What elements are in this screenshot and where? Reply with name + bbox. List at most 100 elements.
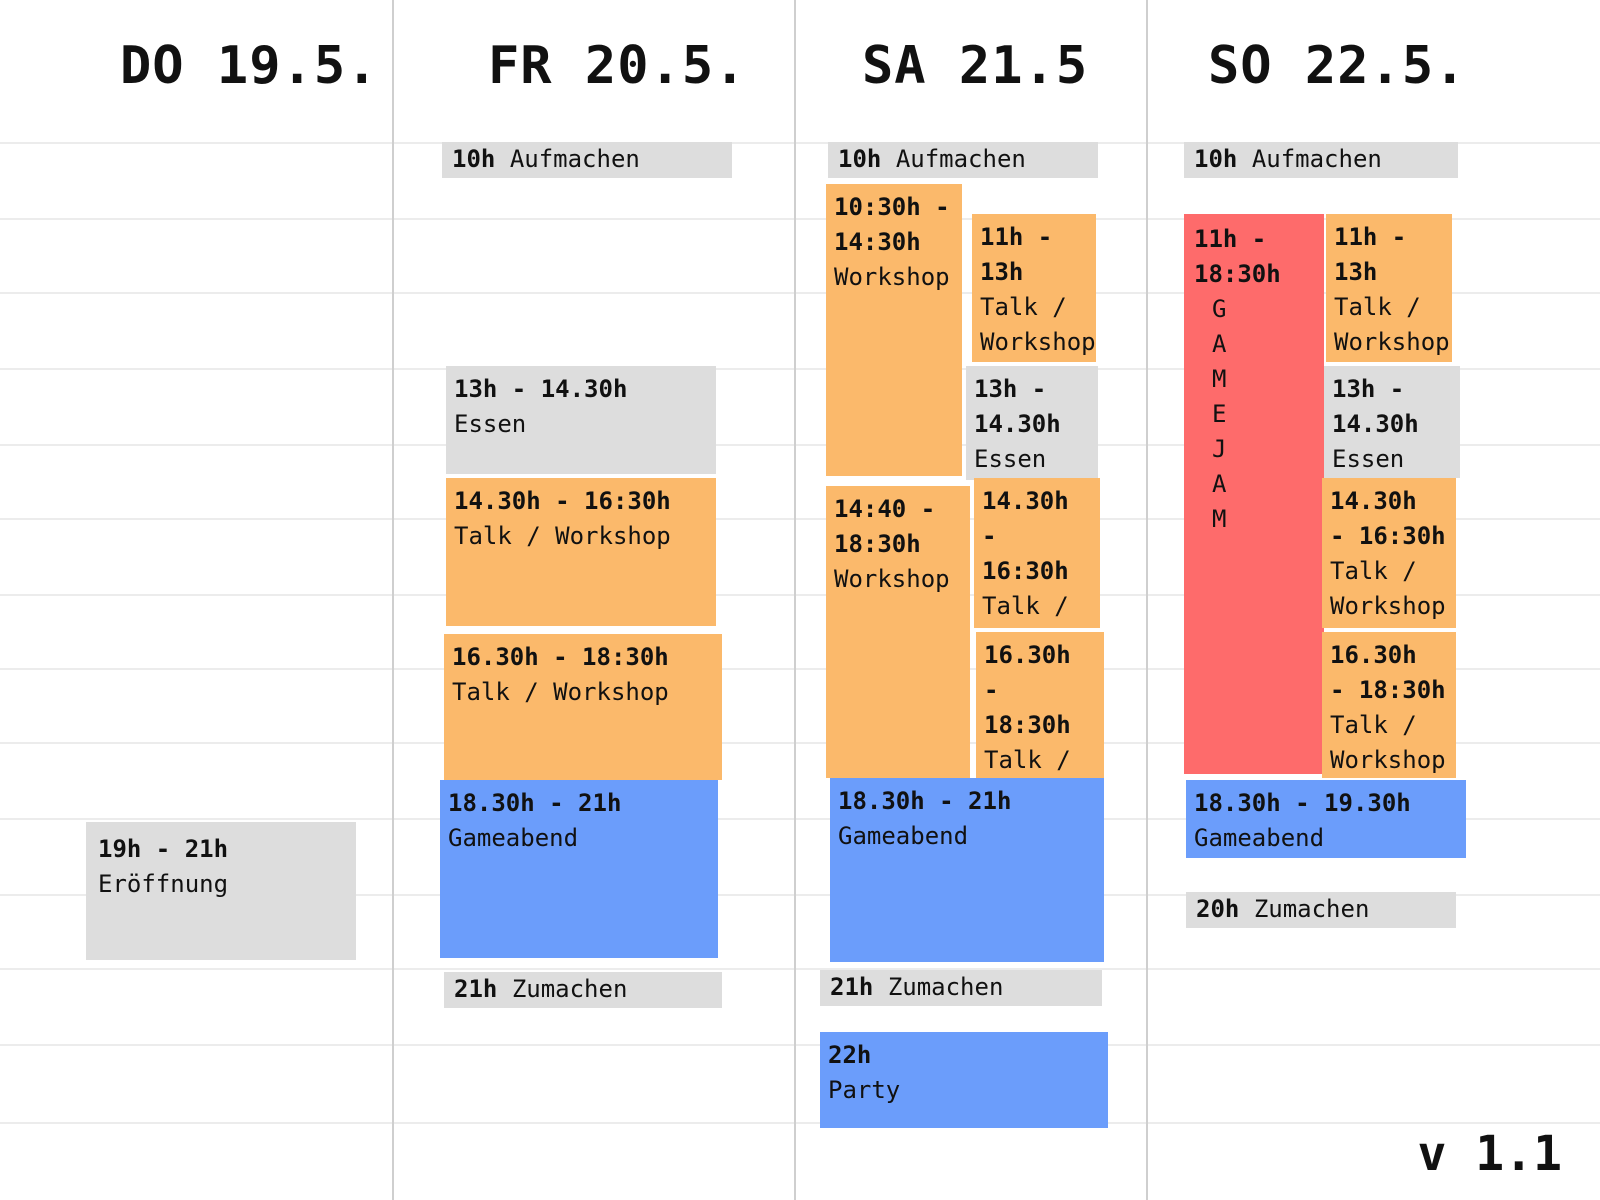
event-talk-workshop-so-3[interactable]: 16.30h - 18:30h Talk / Workshop — [1322, 632, 1456, 778]
version-label: v 1.1 — [1417, 1126, 1563, 1182]
event-title: Talk / Workshop — [984, 746, 1071, 774]
grid-line — [0, 1044, 1600, 1046]
event-title: Talk / Workshop — [1330, 711, 1446, 774]
grid-line — [0, 142, 1600, 144]
event-time: 18.30h - 21h — [448, 789, 622, 817]
event-time: 21h — [830, 973, 874, 1001]
event-title: Party — [828, 1076, 901, 1104]
event-essen-sa[interactable]: 13h - 14.30h Essen — [966, 366, 1098, 480]
event-essen-so[interactable]: 13h - 14.30h Essen — [1324, 366, 1460, 478]
event-workshop-sa-1[interactable]: 10:30h - 14:30h Workshop — [826, 184, 962, 476]
gamejam-letter: A — [1212, 470, 1227, 498]
event-aufmachen-sa[interactable]: 10h Aufmachen — [828, 142, 1098, 178]
event-time: 18.30h - 21h — [838, 787, 1012, 815]
event-gamejam-so[interactable]: 11h - 18:30h G A M E J A M — [1184, 214, 1324, 774]
day-header-sa: SA 21.5 — [862, 36, 1089, 96]
event-time: 20h — [1196, 895, 1240, 923]
event-time: 10h — [838, 145, 882, 173]
event-aufmachen-so[interactable]: 10h Aufmachen — [1184, 142, 1458, 178]
event-title: Essen — [1332, 445, 1405, 473]
gamejam-letter: J — [1212, 435, 1227, 463]
event-talk-workshop-sa-3[interactable]: 16.30h - 18:30h Talk / Workshop — [976, 632, 1104, 778]
event-title: Eröffnung — [98, 870, 229, 898]
event-talk-workshop-fr-2[interactable]: 16.30h - 18:30h Talk / Workshop — [444, 634, 722, 780]
event-title: Gameabend — [838, 822, 969, 850]
column-divider — [392, 0, 394, 1200]
event-time: 14.30h - 16:30h — [1330, 487, 1446, 550]
event-time: 16.30h - 18:30h — [1330, 641, 1446, 704]
event-gameabend-so[interactable]: 18.30h - 19.30h Gameabend — [1186, 780, 1466, 858]
day-header-do: DO 19.5. — [120, 36, 379, 96]
grid-line — [0, 818, 1600, 820]
grid-line — [0, 368, 1600, 370]
event-talk-workshop-so-2[interactable]: 14.30h - 16:30h Talk / Workshop — [1322, 478, 1456, 628]
event-gameabend-sa[interactable]: 18.30h - 21h Gameabend — [830, 778, 1104, 962]
event-workshop-sa-2[interactable]: 14:40 - 18:30h Workshop — [826, 486, 970, 778]
event-time: 10h — [1194, 145, 1238, 173]
grid-line — [0, 894, 1600, 896]
event-zumachen-so[interactable]: 20h Zumachen — [1186, 892, 1456, 928]
event-title: Talk / Workshop — [454, 522, 671, 550]
event-eroeffnung[interactable]: 19h - 21h Eröffnung — [86, 822, 356, 960]
event-time: 13h - 14.30h — [974, 375, 1061, 438]
event-time: 21h — [454, 975, 498, 1003]
event-time: 19h - 21h — [98, 835, 229, 863]
event-title: Talk / Workshop — [982, 592, 1098, 628]
event-title: Talk / Workshop — [980, 293, 1096, 356]
event-title: Talk / Workshop — [1334, 293, 1450, 356]
grid-line — [0, 668, 1600, 670]
event-title: Aufmachen — [509, 145, 640, 173]
event-time: 11h - 18:30h — [1194, 225, 1281, 288]
event-title: Zumachen — [1253, 895, 1370, 923]
event-time: 10:30h - 14:30h — [834, 193, 950, 256]
gamejam-letter: E — [1212, 400, 1227, 428]
grid-line — [0, 444, 1600, 446]
grid-line — [0, 1122, 1600, 1124]
event-gameabend-fr[interactable]: 18.30h - 21h Gameabend — [440, 780, 718, 958]
event-talk-workshop-sa-2[interactable]: 14.30h - 16:30h Talk / Workshop — [974, 478, 1100, 628]
day-header-fr: FR 20.5. — [488, 36, 747, 96]
grid-line — [0, 218, 1600, 220]
event-title: Gameabend — [1194, 824, 1325, 852]
event-zumachen-sa[interactable]: 21h Zumachen — [820, 970, 1102, 1006]
gamejam-title: G A M E J A M — [1194, 292, 1314, 537]
grid-line — [0, 742, 1600, 744]
column-divider — [1146, 0, 1148, 1200]
event-title: Essen — [454, 410, 527, 438]
grid-line — [0, 518, 1600, 520]
event-talk-workshop-so-1[interactable]: 11h - 13h Talk / Workshop — [1326, 214, 1452, 362]
event-title: Workshop — [834, 263, 950, 291]
event-title: Essen — [974, 445, 1047, 473]
grid-line — [0, 968, 1600, 970]
event-time: 14.30h - 16:30h — [454, 487, 671, 515]
gamejam-letter: A — [1212, 330, 1227, 358]
event-time: 16.30h - 18:30h — [984, 641, 1071, 739]
event-party-sa[interactable]: 22h Party — [820, 1032, 1108, 1128]
event-aufmachen-fr[interactable]: 10h Aufmachen — [442, 142, 732, 178]
column-divider — [794, 0, 796, 1200]
event-title: Zumachen — [511, 975, 628, 1003]
event-talk-workshop-sa-1[interactable]: 11h - 13h Talk / Workshop — [972, 214, 1096, 362]
event-title: Talk / Workshop — [1330, 557, 1446, 620]
day-header-so: SO 22.5. — [1208, 36, 1467, 96]
gamejam-letter: M — [1212, 505, 1227, 533]
grid-line — [0, 292, 1600, 294]
gamejam-letter: M — [1212, 365, 1227, 393]
event-time: 14.30h - 16:30h — [982, 487, 1069, 585]
event-title: Zumachen — [887, 973, 1004, 1001]
gamejam-letter: G — [1212, 295, 1227, 323]
grid-line — [0, 594, 1600, 596]
event-time: 11h - 13h — [1334, 223, 1407, 286]
event-title: Workshop — [834, 565, 950, 593]
event-essen-fr[interactable]: 13h - 14.30h Essen — [446, 366, 716, 474]
event-time: 16.30h - 18:30h — [452, 643, 669, 671]
event-time: 14:40 - 18:30h — [834, 495, 936, 558]
event-talk-workshop-fr-1[interactable]: 14.30h - 16:30h Talk / Workshop — [446, 478, 716, 626]
event-title: Aufmachen — [895, 145, 1026, 173]
event-title: Gameabend — [448, 824, 579, 852]
event-time: 13h - 14.30h — [1332, 375, 1419, 438]
event-zumachen-fr[interactable]: 21h Zumachen — [444, 972, 722, 1008]
event-time: 11h - 13h — [980, 223, 1053, 286]
event-title: Talk / Workshop — [452, 678, 669, 706]
event-title: Aufmachen — [1251, 145, 1382, 173]
